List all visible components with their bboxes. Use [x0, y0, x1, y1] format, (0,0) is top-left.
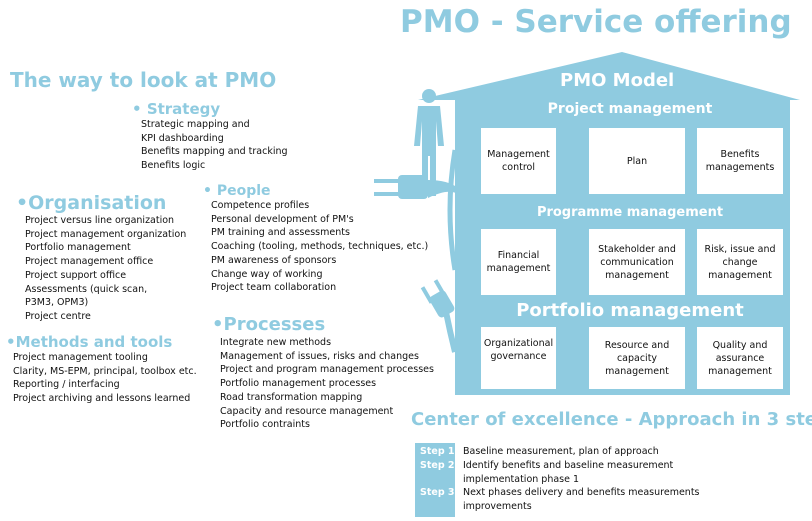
list-item: PM training and assessments — [211, 227, 350, 239]
list-item: Benefits mapping and tracking — [141, 146, 288, 158]
list-item: Assessments (quick scan, — [25, 283, 148, 295]
list-item: Benefits logic — [141, 160, 206, 172]
list-item: Portfolio management processes — [220, 378, 377, 390]
list-item: Project management office — [25, 256, 154, 268]
section-people: • People Competence profiles Personal de… — [203, 183, 429, 294]
list-item: Project management tooling — [13, 352, 148, 363]
list-item: P3M3, OPM3) — [25, 297, 89, 309]
step-3-label: Step 3: — [420, 487, 459, 498]
processes-heading: Processes — [223, 314, 326, 335]
page-title: PMO - Service offering — [400, 4, 792, 40]
list-item: Personal development of PM's — [211, 213, 354, 225]
row-heading-project: Project management — [547, 101, 713, 117]
list-item: Project centre — [25, 310, 91, 322]
list-item: Management of issues, risks and changes — [220, 350, 419, 362]
plug-bottom-icon — [420, 279, 458, 353]
box-resource: Resource and capacity management — [589, 327, 685, 389]
list-item: Coaching (tooling, methods, techniques, … — [211, 241, 429, 253]
box-risk: Risk, issue and change management — [697, 229, 783, 295]
person-silhouette-icon — [414, 89, 444, 196]
people-heading: People — [216, 183, 271, 199]
list-item: Reporting / interfacing — [13, 379, 120, 391]
list-item: Project versus line organization — [25, 215, 175, 226]
step-2-text: Identify benefits and baseline measureme… — [463, 460, 674, 471]
section-methods: •Methods and tools Project management to… — [6, 333, 197, 405]
coe-heading: Center of excellence - Approach in 3 ste… — [411, 409, 812, 430]
list-item: Project archiving and lessons learned — [13, 393, 191, 405]
list-item: Portfolio management — [25, 242, 131, 254]
section-strategy: • Strategy Strategic mapping and KPI das… — [132, 100, 288, 173]
list-item: KPI dashboarding — [141, 132, 224, 144]
row-heading-programme: Programme management — [536, 205, 724, 220]
list-item: Competence profiles — [211, 200, 310, 211]
box-plan: Plan — [589, 128, 685, 194]
model-title: PMO Model — [560, 70, 675, 91]
list-item: Clarity, MS-EPM, principal, toolbox etc. — [13, 365, 197, 377]
strategy-heading: Strategy — [146, 100, 221, 118]
step-1-text: Baseline measurement, plan of approach — [463, 446, 659, 457]
organisation-heading: Organisation — [28, 192, 167, 214]
step-1-label: Step 1: — [420, 446, 459, 457]
list-item: Change way of working — [211, 268, 323, 280]
list-item: Road transformation mapping — [220, 391, 363, 403]
section-processes: •Processes Integrate new methods Managem… — [212, 314, 434, 431]
box-financial: Financial management — [481, 229, 556, 295]
list-item: PM awareness of sponsors — [211, 254, 337, 266]
list-item: Project team collaboration — [211, 282, 337, 294]
methods-heading: Methods and tools — [15, 333, 173, 351]
step-2-label: Step 2: — [420, 460, 459, 471]
box-quality: Quality and assurance management — [697, 327, 783, 389]
bullet: • — [132, 100, 147, 118]
list-item: Strategic mapping and — [141, 119, 250, 130]
list-item: Integrate new methods — [220, 337, 332, 348]
steps-bar — [415, 443, 455, 517]
step-3-text: Next phases delivery and benefits measur… — [463, 487, 700, 498]
subtitle: The way to look at PMO — [10, 68, 277, 92]
list-item: Project management organization — [25, 228, 187, 240]
step-3-text-cont: improvements — [463, 501, 532, 512]
step-2-text-cont: implementation phase 1 — [463, 474, 580, 485]
list-item: Project and program management processes — [220, 364, 434, 376]
box-governance: Organizational governance — [481, 327, 556, 389]
list-item: Capacity and resource management — [220, 405, 394, 417]
section-organisation: •Organisation Project versus line organi… — [16, 192, 187, 322]
list-item: Project support office — [25, 269, 127, 281]
box-benefits: Benefits managements — [697, 128, 783, 194]
row-heading-portfolio: Portfolio management — [516, 300, 744, 321]
list-item: Portfolio contraints — [220, 419, 310, 431]
box-stakeholder: Stakeholder and communication management — [589, 229, 685, 295]
box-management-control: Management control — [481, 128, 556, 194]
